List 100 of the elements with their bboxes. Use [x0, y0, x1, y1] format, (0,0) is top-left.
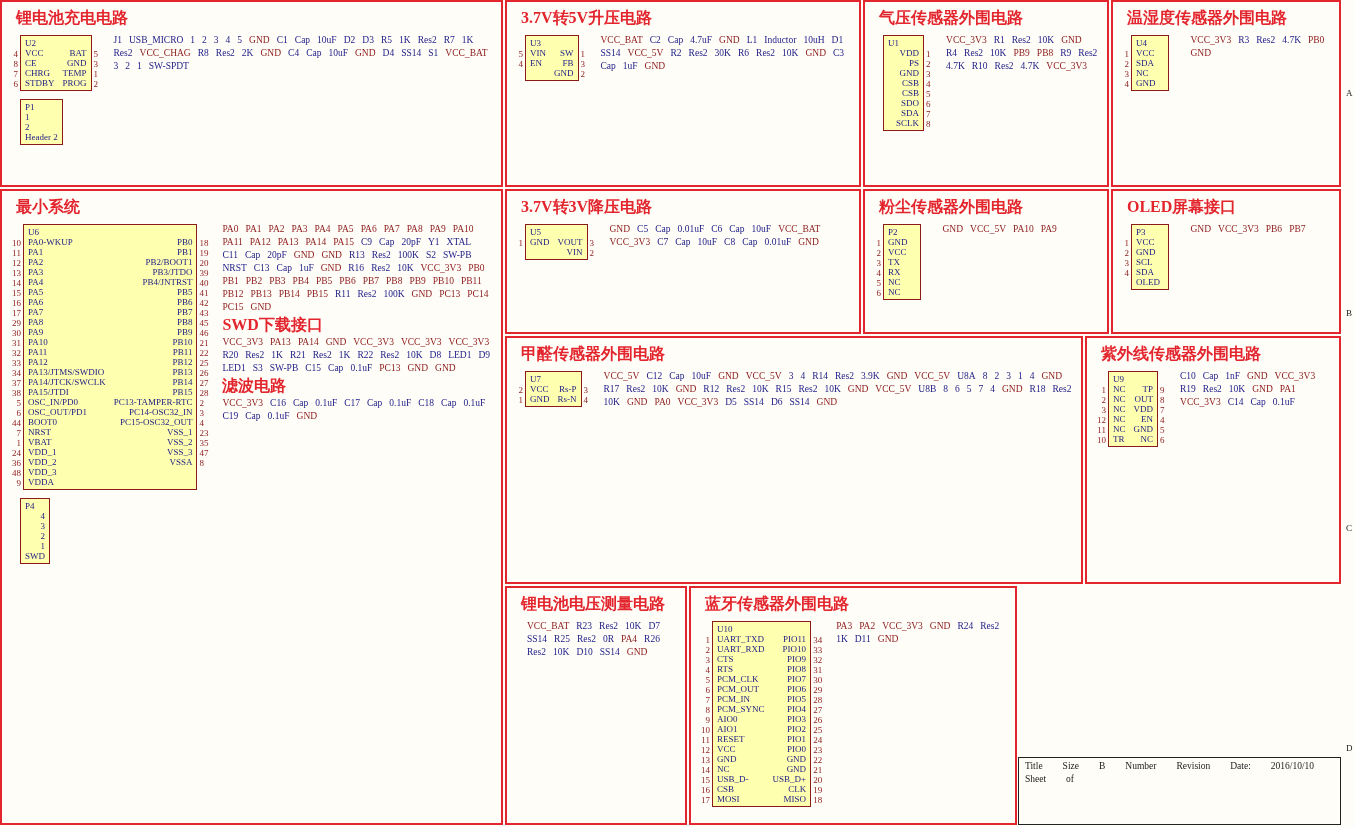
pin-number: 34 — [11, 367, 22, 378]
pin-label: CSB — [901, 78, 919, 88]
pin-label: PA6 — [28, 297, 45, 307]
pin-number: 3 — [92, 58, 100, 69]
schematic-label: GND — [718, 371, 739, 382]
pin-number: 7 — [704, 694, 711, 705]
schematic-label: 20pF — [401, 237, 421, 248]
pin-label: PIO0 — [786, 744, 807, 754]
schematic-label: 10K — [652, 384, 669, 395]
pin-label: PA4 — [28, 277, 45, 287]
schematic-label: 1 — [137, 61, 142, 72]
schematic-label: Cap — [600, 61, 616, 72]
pin-label: VIN — [530, 48, 546, 58]
schematic-label: SS14 — [600, 48, 621, 59]
title-block-text: Size — [1062, 761, 1079, 772]
pin-number: 4 — [582, 394, 589, 405]
schematic-label: GND — [249, 35, 270, 46]
pin-label: PA2 — [28, 257, 45, 267]
pin-label: UART_RXD — [717, 644, 765, 654]
pin-number: 21 — [812, 764, 824, 775]
ic-chip — [525, 35, 579, 81]
part-reference: U7 — [530, 374, 542, 384]
schematic-label: D9 — [478, 350, 491, 361]
ic-chip — [23, 224, 198, 490]
pin-label: VIN — [565, 247, 583, 257]
pin-label: GND — [888, 237, 908, 247]
schematic-label: D1 — [831, 35, 844, 46]
pin-number: 3 — [579, 58, 586, 69]
pin-label: OSC_IN/PD0 — [28, 397, 79, 407]
pin-number: 2 — [1100, 394, 1107, 405]
pin-number: 5 — [875, 277, 882, 288]
schematic-label: PB0 — [468, 263, 485, 274]
pin-number: 26 — [812, 714, 824, 725]
schematic-label: D5 — [725, 397, 737, 408]
section-panel — [689, 586, 1017, 825]
schematic-label: R21 — [289, 350, 306, 361]
pin-number: 3 — [1123, 68, 1130, 79]
schematic-label: GND — [250, 302, 272, 313]
schematic-label: PA3 — [291, 224, 308, 235]
schematic-label: VCC_5V — [745, 371, 782, 382]
schematic-label: C6 — [711, 224, 723, 235]
schematic-label: C12 — [646, 371, 663, 382]
schematic-label: 1K — [461, 35, 474, 46]
schematic-label: PA13 — [277, 237, 299, 248]
schematic-label: PB15 — [306, 289, 328, 300]
schematic-label: 6 — [954, 384, 960, 395]
pin-label: GND — [554, 68, 574, 78]
pin-label: PB14 — [171, 377, 193, 387]
pin-number: 19 — [812, 784, 824, 795]
schematic-label: PA3 — [836, 621, 853, 632]
schematic-label: SW-PB — [269, 363, 299, 374]
pin-label: VCC — [888, 247, 908, 257]
schematic-label: Cap — [294, 35, 311, 46]
pin-label: SDO — [900, 98, 919, 108]
schematic-label: PA13 — [270, 337, 291, 348]
schematic-label: 0.01uF — [764, 237, 792, 248]
pin-label: VDD — [1133, 404, 1153, 414]
schematic-label: PB7 — [1289, 224, 1306, 235]
pin-number: 3 — [1123, 257, 1130, 268]
pin-number: 7 — [1159, 404, 1166, 415]
pin-number: 1 — [1100, 384, 1107, 395]
schematic-label: C5 — [637, 224, 649, 235]
schematic-label: R12 — [703, 384, 720, 395]
pin-label: NC — [1113, 424, 1126, 434]
pin-label: PB11 — [171, 347, 193, 357]
pin-number: 31 — [812, 664, 824, 675]
pin-number: 26 — [198, 367, 210, 378]
ic-chip — [1131, 35, 1169, 91]
schematic-label: R10 — [971, 61, 988, 72]
schematic-label: 20pF — [267, 250, 287, 261]
schematic-label: Res2 — [798, 384, 818, 395]
schematic-label: PC14 — [467, 289, 489, 300]
pin-label: PB9 — [175, 327, 193, 337]
schematic-label: VCC_CHAG — [139, 48, 191, 59]
pin-label: PB8 — [175, 317, 193, 327]
schematic-label: C10 — [1180, 371, 1196, 382]
pin-label: VDD_3 — [28, 467, 58, 477]
schematic-label: J1 — [113, 35, 122, 46]
pin-label: SDA — [900, 108, 919, 118]
schematic-label: Res2 — [964, 48, 984, 59]
schematic-label: GND — [805, 48, 826, 59]
schematic-label: GND — [1061, 35, 1082, 46]
pin-label: PIO1 — [786, 734, 807, 744]
pin-number: 30 — [812, 674, 824, 685]
schematic-label: Cap — [1202, 371, 1219, 382]
pin-label: PCM_IN — [717, 694, 751, 704]
pin-label: GND — [785, 754, 807, 764]
section-title: OLED屏幕接口 — [1127, 197, 1237, 217]
schematic-label: 10K — [1228, 384, 1246, 395]
schematic-label: Res2 — [834, 371, 854, 382]
section-title: 粉尘传感器外围电路 — [879, 197, 1023, 217]
schematic-label: 1 — [190, 35, 196, 46]
schematic-label: PA9 — [429, 224, 446, 235]
schematic-label: C7 — [657, 237, 669, 248]
pin-number: 3 — [925, 68, 932, 79]
section-title: 甲醛传感器外围电路 — [521, 344, 665, 364]
schematic-label: R24 — [957, 621, 974, 632]
schematic-label: PB9 — [1013, 48, 1030, 59]
schematic-label: VCC_3V3 — [1180, 397, 1221, 408]
schematic-label: SS14 — [527, 634, 548, 645]
